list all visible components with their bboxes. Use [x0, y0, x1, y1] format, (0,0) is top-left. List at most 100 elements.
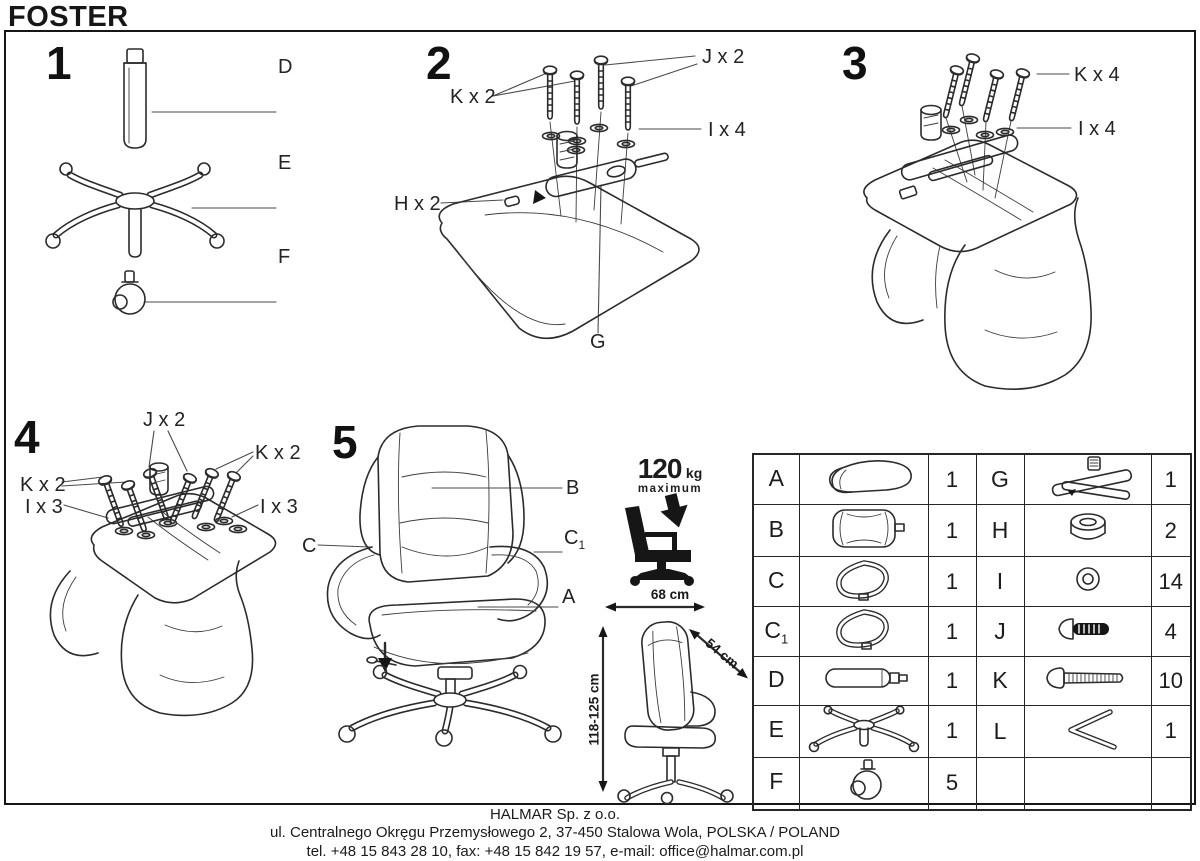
- step3-illustration: [863, 51, 1092, 391]
- part-picture: [798, 606, 929, 657]
- max-weight-unit: kg: [685, 465, 703, 481]
- footer-address: ul. Centralnego Okręgu Przemysłowego 2, …: [269, 824, 840, 842]
- bushing-part-icon: [1069, 513, 1106, 540]
- part-letter: A: [752, 453, 800, 505]
- part-qty: [1150, 756, 1192, 810]
- depth-dimension-arrow: [689, 629, 748, 679]
- seat-part-icon: [828, 460, 912, 494]
- washer-part-icon: [1075, 567, 1100, 591]
- step2-label-i: I x 4: [708, 119, 746, 141]
- height-dimension-arrow: [598, 626, 608, 792]
- footer: HALMAR Sp. z o.o. ul. Centralnego Okręgu…: [30, 806, 1080, 861]
- part-picture: [1023, 556, 1152, 607]
- table-row: E 1 L: [752, 704, 1192, 758]
- caster-part-icon: [849, 758, 882, 800]
- step1-label-caster: F: [278, 246, 291, 268]
- width-dimension-label: 68 cm: [650, 587, 690, 602]
- step2-illustration: [438, 55, 702, 340]
- part-letter: C1: [752, 606, 800, 657]
- step2-number: 2: [426, 37, 452, 89]
- part-qty: 1: [927, 704, 977, 758]
- step4-label-k-left: K x 2: [20, 474, 66, 496]
- max-weight-value: 120: [637, 453, 683, 484]
- part-letter: K: [975, 656, 1025, 706]
- part-picture: [1023, 704, 1152, 758]
- part-letter: L: [975, 704, 1025, 758]
- part-letter: D: [752, 656, 800, 706]
- part-picture: [1023, 453, 1152, 505]
- screw-part-icon: [1045, 667, 1123, 690]
- mechanism-part-icon: [1051, 456, 1132, 500]
- part-qty: 10: [1150, 656, 1192, 706]
- part-letter: F: [752, 756, 800, 810]
- step4-number: 4: [14, 411, 40, 463]
- step4-label-j: J x 2: [143, 409, 186, 431]
- part-picture: [798, 656, 929, 706]
- step5-label-backrest: B: [566, 477, 580, 499]
- table-row: B 1 H 2: [752, 504, 1192, 557]
- step1-label-gas-lift: D: [278, 56, 293, 78]
- part-picture: [798, 453, 929, 505]
- part-letter: J: [975, 606, 1025, 657]
- step3-label-i: I x 4: [1078, 118, 1116, 140]
- table-row: F 5: [752, 756, 1192, 810]
- dimension-chair-illustration: [617, 620, 734, 805]
- part-picture: [798, 556, 929, 607]
- part-qty: 5: [927, 756, 977, 810]
- step2-label-g: G: [590, 331, 606, 353]
- footer-company: HALMAR Sp. z o.o.: [489, 806, 621, 823]
- part-qty: 2: [1150, 504, 1192, 557]
- part-qty: 1: [927, 504, 977, 557]
- footer-contact: tel. +48 15 843 28 10, fax: +48 15 842 1…: [306, 842, 804, 860]
- step3-label-k: K x 4: [1074, 64, 1120, 86]
- part-picture: [798, 704, 929, 758]
- part-picture: [1023, 756, 1152, 810]
- part-letter: I: [975, 556, 1025, 607]
- max-weight-label: 120 kg maximum: [585, 455, 755, 496]
- backrest-part-icon: [831, 509, 905, 548]
- step1-number: 1: [46, 37, 72, 89]
- star-base-part-icon: [808, 704, 919, 752]
- step2-label-k: K x 2: [450, 86, 496, 108]
- part-qty: 14: [1150, 556, 1192, 607]
- content-frame: [4, 30, 1196, 805]
- part-qty: 1: [927, 606, 977, 657]
- bolt-part-icon: [1057, 618, 1109, 640]
- part-letter: H: [975, 504, 1025, 557]
- table-row: C 1 I 14: [752, 556, 1192, 607]
- step2-label-j: J x 2: [702, 46, 745, 68]
- step3-number: 3: [842, 37, 868, 89]
- part-qty: 4: [1150, 606, 1192, 657]
- step4-illustration: [49, 430, 277, 717]
- weight-limit-chair-icon: [625, 493, 694, 586]
- step5-number: 5: [332, 416, 358, 468]
- step1-label-base: E: [278, 152, 292, 174]
- step1-illustration: [45, 48, 277, 315]
- part-letter: C: [752, 556, 800, 607]
- part-letter: B: [752, 504, 800, 557]
- table-row: A 1 G 1: [752, 453, 1192, 505]
- part-qty: 1: [927, 453, 977, 505]
- step4-label-k-right: K x 2: [255, 442, 301, 464]
- parts-table: A 1 G 1 B: [752, 453, 1192, 811]
- step5-label-armrest-right: C1: [564, 527, 586, 552]
- part-qty: 1: [1150, 704, 1192, 758]
- table-row: C1 1 J 4: [752, 606, 1192, 657]
- part-qty: 1: [1150, 453, 1192, 505]
- step4-label-i-right: I x 3: [260, 496, 298, 518]
- height-dimension-label: 118-125 cm: [586, 673, 602, 746]
- step5-label-seat: A: [562, 586, 576, 608]
- armrest-part-icon: [835, 560, 889, 601]
- part-letter: G: [975, 453, 1025, 505]
- part-qty: 1: [927, 656, 977, 706]
- part-qty: 1: [927, 556, 977, 607]
- part-picture: [798, 504, 929, 557]
- step2-label-h: H x 2: [394, 193, 441, 215]
- allen-key-part-icon: [1067, 708, 1117, 750]
- part-picture: [1023, 504, 1152, 557]
- part-picture: [1023, 606, 1152, 657]
- page-title: FOSTER: [8, 1, 129, 33]
- width-dimension-arrow: [605, 602, 705, 612]
- armrest-part-icon: [835, 609, 889, 650]
- max-weight-caption: maximum: [637, 483, 703, 495]
